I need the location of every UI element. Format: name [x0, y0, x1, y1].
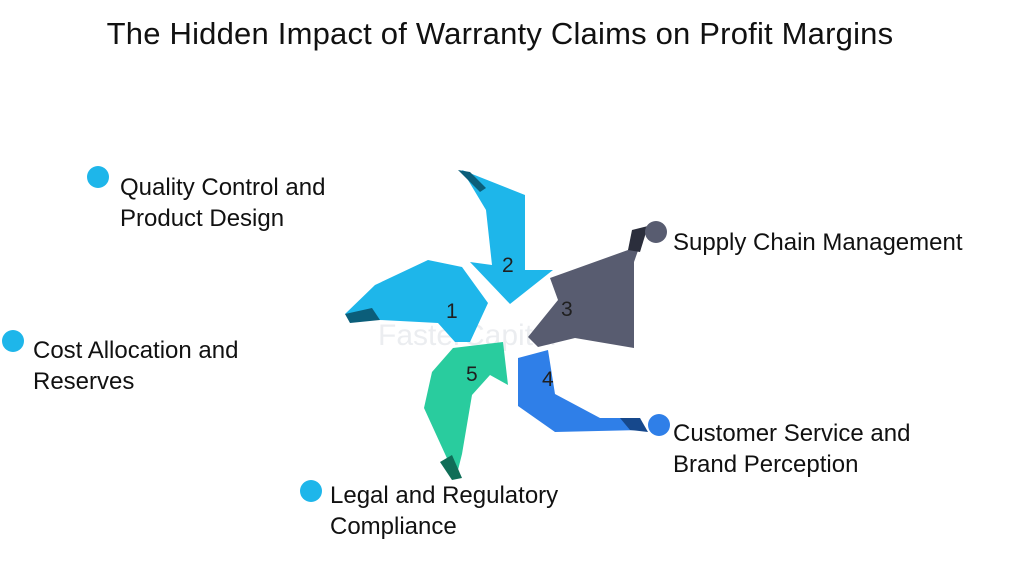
arrow-4-shape: [518, 350, 644, 432]
item-legal-regulatory-line1: Legal and Regulatory: [330, 482, 559, 509]
arrow-5-shape: [424, 342, 508, 478]
item-cost-allocation-label: Cost Allocation and Reserves: [33, 335, 238, 397]
item-cost-allocation-line1: Cost Allocation and: [33, 337, 239, 364]
arrow-3-number: 3: [561, 298, 573, 321]
item-customer-service-label: Customer Service and Brand Perception: [673, 418, 910, 480]
item-customer-service-dot: [648, 414, 670, 436]
arrow-2: 2: [458, 170, 553, 304]
item-quality-control-line2: Product Design: [120, 205, 285, 232]
arrow-2-shape: [462, 170, 553, 304]
arrow-4-fold: [620, 418, 648, 432]
diagram-title: The Hidden Impact of Warranty Claims on …: [106, 16, 894, 51]
arrow-2-number: 2: [502, 254, 514, 277]
arrow-4: 4: [518, 350, 648, 432]
item-quality-control-label: Quality Control and Product Design: [120, 172, 325, 234]
arrow-1: 1: [345, 260, 488, 342]
arrow-1-number: 1: [446, 300, 458, 323]
item-legal-regulatory-line2: Compliance: [330, 513, 457, 540]
item-customer-service-line2: Brand Perception: [673, 451, 859, 478]
item-quality-control-dot: [87, 166, 109, 188]
arrow-5-number: 5: [466, 363, 478, 386]
item-supply-chain-line1: Supply Chain Management: [673, 229, 963, 256]
arrow-1-shape: [345, 260, 488, 342]
arrow-4-number: 4: [542, 368, 554, 391]
arrow-3-fold: [628, 226, 648, 252]
arrow-3: 3: [528, 226, 648, 348]
item-supply-chain-dot: [645, 221, 667, 243]
item-cost-allocation-line2: Reserves: [33, 368, 135, 395]
item-cost-allocation-dot: [2, 330, 24, 352]
item-legal-regulatory-dot: [300, 480, 322, 502]
item-quality-control-line1: Quality Control and: [120, 174, 326, 201]
item-legal-regulatory-label: Legal and Regulatory Compliance: [330, 480, 558, 542]
arrow-5-fold: [440, 455, 462, 480]
arrow-2-fold: [458, 170, 486, 192]
arrow-3-shape: [528, 228, 646, 348]
item-customer-service-line1: Customer Service and: [673, 420, 911, 447]
item-supply-chain-label: Supply Chain Management: [673, 227, 963, 258]
arrow-5: 5: [424, 342, 508, 480]
arrow-1-fold: [345, 308, 380, 323]
